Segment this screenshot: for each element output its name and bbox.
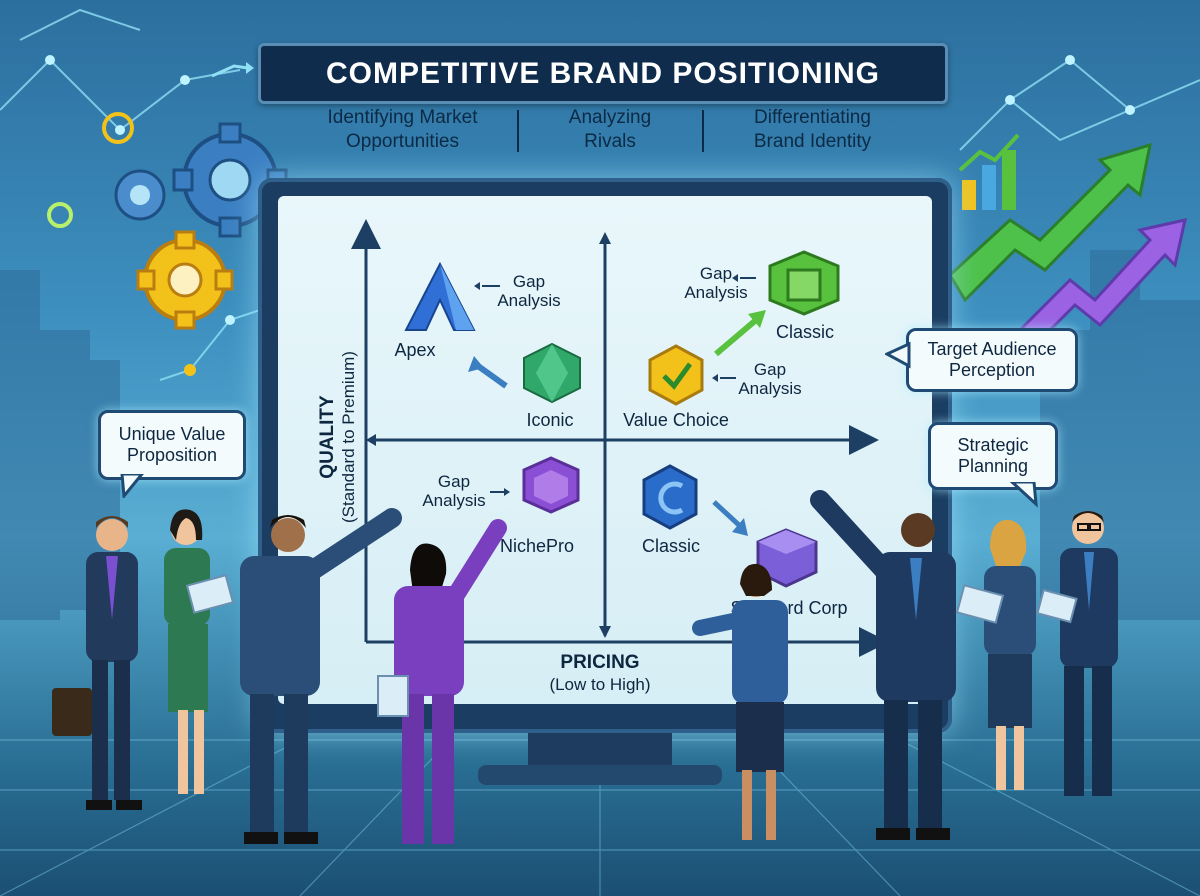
apex-logo-icon	[404, 261, 476, 331]
subtitle-market-opportunities: Identifying Market Opportunities	[300, 106, 505, 154]
city-skyline-left	[0, 270, 120, 620]
classic-hex-icon-blue	[642, 464, 698, 530]
bar-chart-icon	[962, 150, 1016, 210]
growth-chart-icon	[950, 133, 1187, 350]
gap-label-line: Analysis	[497, 291, 561, 310]
person-woman-center-icon	[692, 563, 788, 840]
gap-label-line: Gap	[437, 472, 471, 491]
bubble-tail	[120, 474, 144, 498]
gap-label-line: Analysis	[738, 379, 802, 398]
brand-label-classic-top: Classic	[775, 322, 834, 342]
arrow-right-icon	[211, 62, 254, 78]
person-man-glasses-icon	[1036, 511, 1118, 796]
brand-label-apex: Apex	[394, 340, 436, 360]
subtitle-analyzing-rivals: Analyzing Rivals	[535, 106, 685, 154]
gap-analysis-label: Gap Analysis	[730, 360, 810, 398]
iconic-gem-icon	[523, 342, 581, 404]
bubble-line: Perception	[948, 360, 1036, 380]
monitor-base	[478, 765, 722, 785]
gear-icon-blue-large	[172, 122, 288, 238]
gap-analysis-label: Gap Analysis	[676, 264, 756, 302]
monitor-stand	[528, 733, 672, 769]
value-choice-hex-icon	[648, 344, 704, 406]
brand-label-nichepro: NichePro	[499, 536, 575, 556]
bubble-tail	[1010, 482, 1038, 508]
person-man-right-pointing-icon	[810, 490, 956, 840]
nichepro-cube-icon	[522, 456, 580, 514]
bubble-target-audience: Target Audience Perception	[906, 328, 1078, 392]
standard-corp-cube-icon	[756, 528, 818, 588]
brand-label-value-choice: Value Choice	[623, 410, 729, 430]
green-growth-arrow-icon	[950, 142, 1152, 303]
arrow-to-classic-icon	[714, 317, 758, 357]
bubble-tail	[885, 341, 911, 369]
bubble-line: Strategic	[957, 435, 1029, 455]
gap-label-line: Gap	[512, 272, 546, 291]
gear-icon-yellow	[136, 230, 234, 330]
gap-analysis-label: Gap Analysis	[414, 472, 494, 510]
positioning-chart	[351, 219, 889, 657]
person-woman-blonde-icon	[955, 519, 1036, 790]
gap-analysis-label: Gap Analysis	[494, 272, 564, 310]
x-axis-title: PRICING	[560, 652, 640, 673]
subtitle-line: Rivals	[584, 131, 636, 152]
subtitle-line: Identifying Market	[327, 107, 478, 128]
bubble-line: Unique Value	[118, 424, 226, 444]
brand-label-classic-bottom: Classic	[641, 536, 700, 556]
gap-label-line: Analysis	[684, 283, 748, 302]
x-axis-subtitle: (Low to High)	[549, 675, 651, 694]
arrow-to-standard-corp-icon	[712, 500, 742, 528]
network-ring-left-2	[47, 202, 73, 228]
person-woman-green-icon	[164, 509, 235, 794]
subtitle-line: Brand Identity	[753, 131, 872, 152]
person-man-pointing-icon	[240, 508, 402, 844]
subtitle-line: Analyzing	[568, 107, 652, 128]
subtitle-line: Differentiating	[754, 107, 871, 128]
gap-label-line: Gap	[753, 360, 787, 379]
network-ring-left	[102, 112, 134, 144]
subtitle-line: Opportunities	[345, 131, 459, 152]
bubble-strategic-planning: Strategic Planning	[928, 422, 1058, 490]
person-woman-purple-icon	[377, 519, 507, 844]
page-title: COMPETITIVE BRAND POSITIONING	[258, 43, 948, 104]
purple-growth-arrow-icon	[1007, 218, 1187, 350]
gap-label-line: Analysis	[422, 491, 486, 510]
arrow-to-apex-icon	[476, 363, 508, 389]
brand-label-iconic: Iconic	[526, 410, 574, 430]
bubble-line: Planning	[957, 456, 1029, 476]
gears-cluster-icon	[114, 122, 288, 330]
bubble-line: Proposition	[126, 445, 218, 465]
network-nodes-left	[45, 55, 235, 376]
gap-label-line: Gap	[699, 264, 733, 283]
subtitle-divider	[702, 110, 704, 152]
trend-line-icon	[958, 133, 1020, 172]
subtitle-brand-identity: Differentiating Brand Identity	[715, 106, 910, 154]
classic-cube-icon-green	[768, 250, 840, 316]
bubble-unique-value-proposition: Unique Value Proposition	[98, 410, 246, 480]
person-man-briefcase-icon	[52, 516, 142, 810]
gear-icon-blue-small	[114, 169, 166, 221]
bubble-line: Target Audience	[927, 339, 1057, 359]
subtitle-divider	[517, 110, 519, 152]
